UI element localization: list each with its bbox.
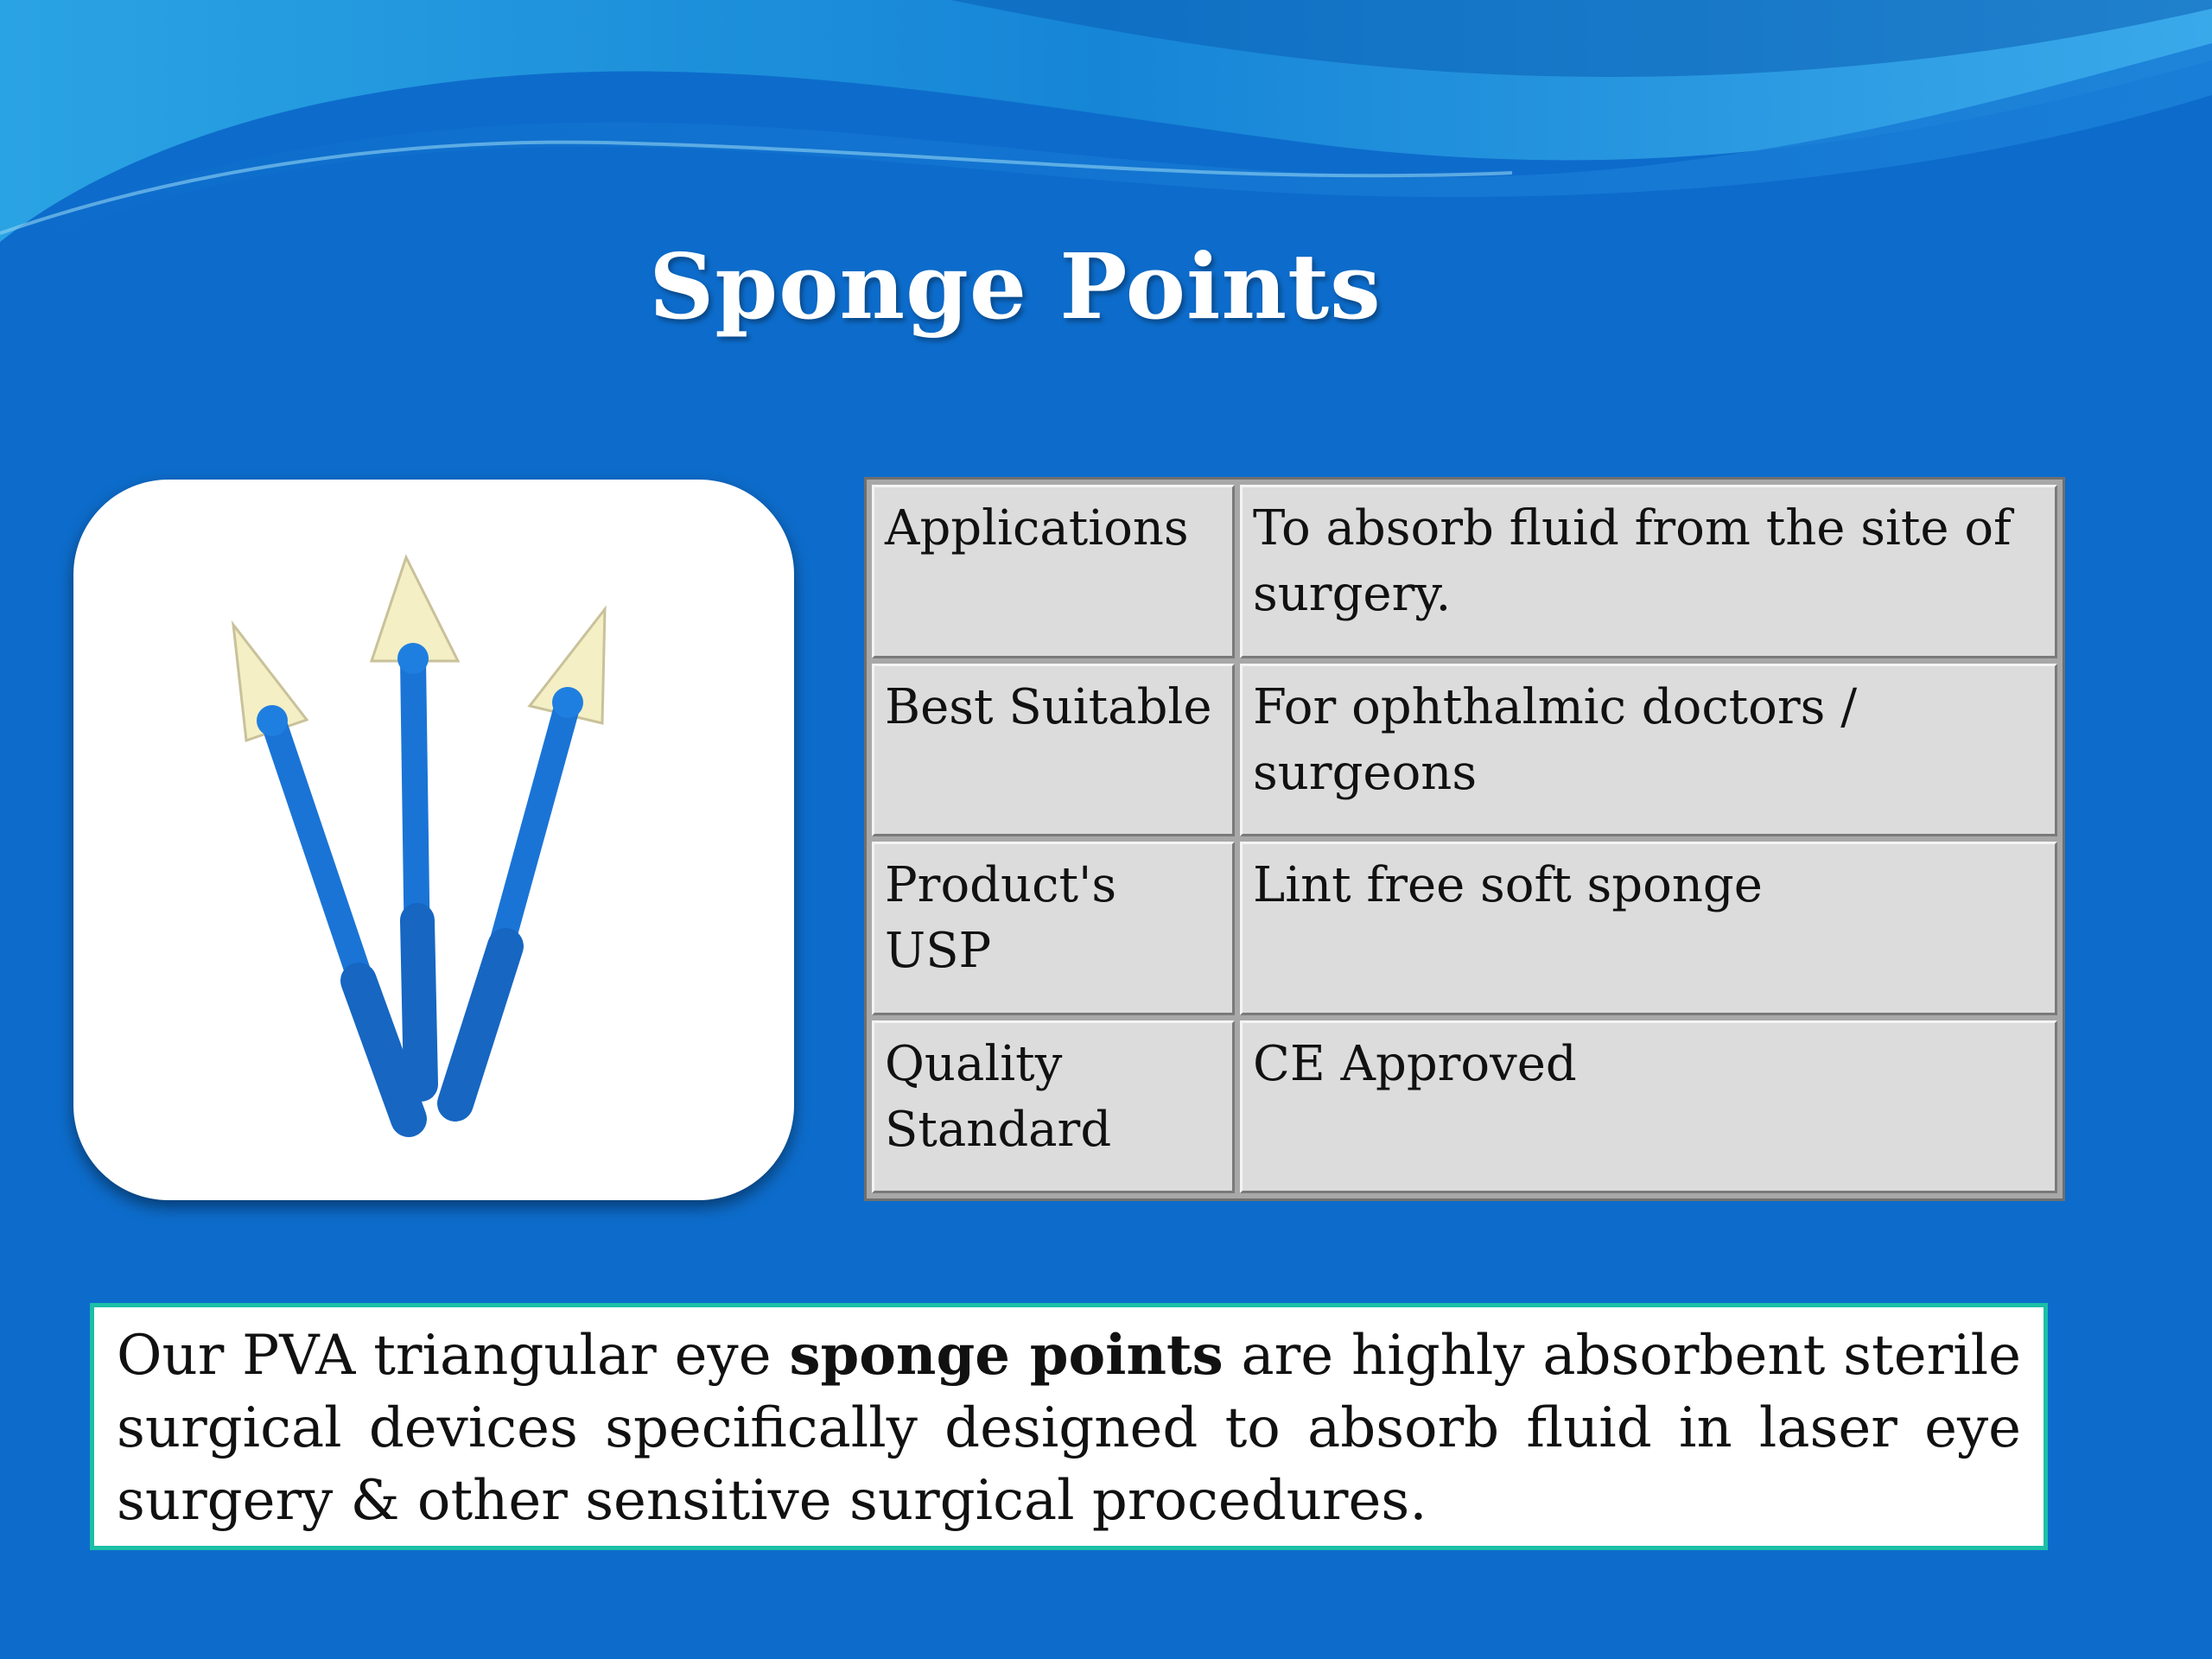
table-row: Quality Standard CE Approved — [872, 1020, 2057, 1193]
product-spec-table: Applications To absorb fluid from the si… — [864, 477, 2065, 1201]
triangular-sponge-points-image — [231, 554, 607, 1137]
product-description: Our PVA triangular eye sponge points are… — [90, 1303, 2048, 1550]
spec-label: Product's USP — [872, 842, 1235, 1015]
table-row: Best Suitable For ophthalmic doctors / s… — [872, 663, 2057, 836]
spec-label: Quality Standard — [872, 1020, 1235, 1193]
product-image-card — [73, 480, 794, 1200]
description-text-rest: are highly absorbent sterile surgical de… — [117, 1324, 2022, 1533]
header-wave-decoration — [0, 0, 2212, 276]
description-text: Our PVA triangular eye — [117, 1324, 790, 1388]
spec-value: To absorb fluid from the site of surgery… — [1240, 485, 2057, 658]
spec-value: Lint free soft sponge — [1240, 842, 2057, 1015]
spec-label: Applications — [872, 485, 1235, 658]
spec-value: For ophthalmic doctors / surgeons — [1240, 663, 2057, 836]
slide-title: Sponge Points — [649, 233, 1382, 340]
spec-value: CE Approved — [1240, 1020, 2057, 1193]
description-highlight: sponge points — [789, 1323, 1224, 1388]
spec-label: Best Suitable — [872, 663, 1235, 836]
table-row: Product's USP Lint free soft sponge — [872, 842, 2057, 1015]
table-row: Applications To absorb fluid from the si… — [872, 485, 2057, 658]
